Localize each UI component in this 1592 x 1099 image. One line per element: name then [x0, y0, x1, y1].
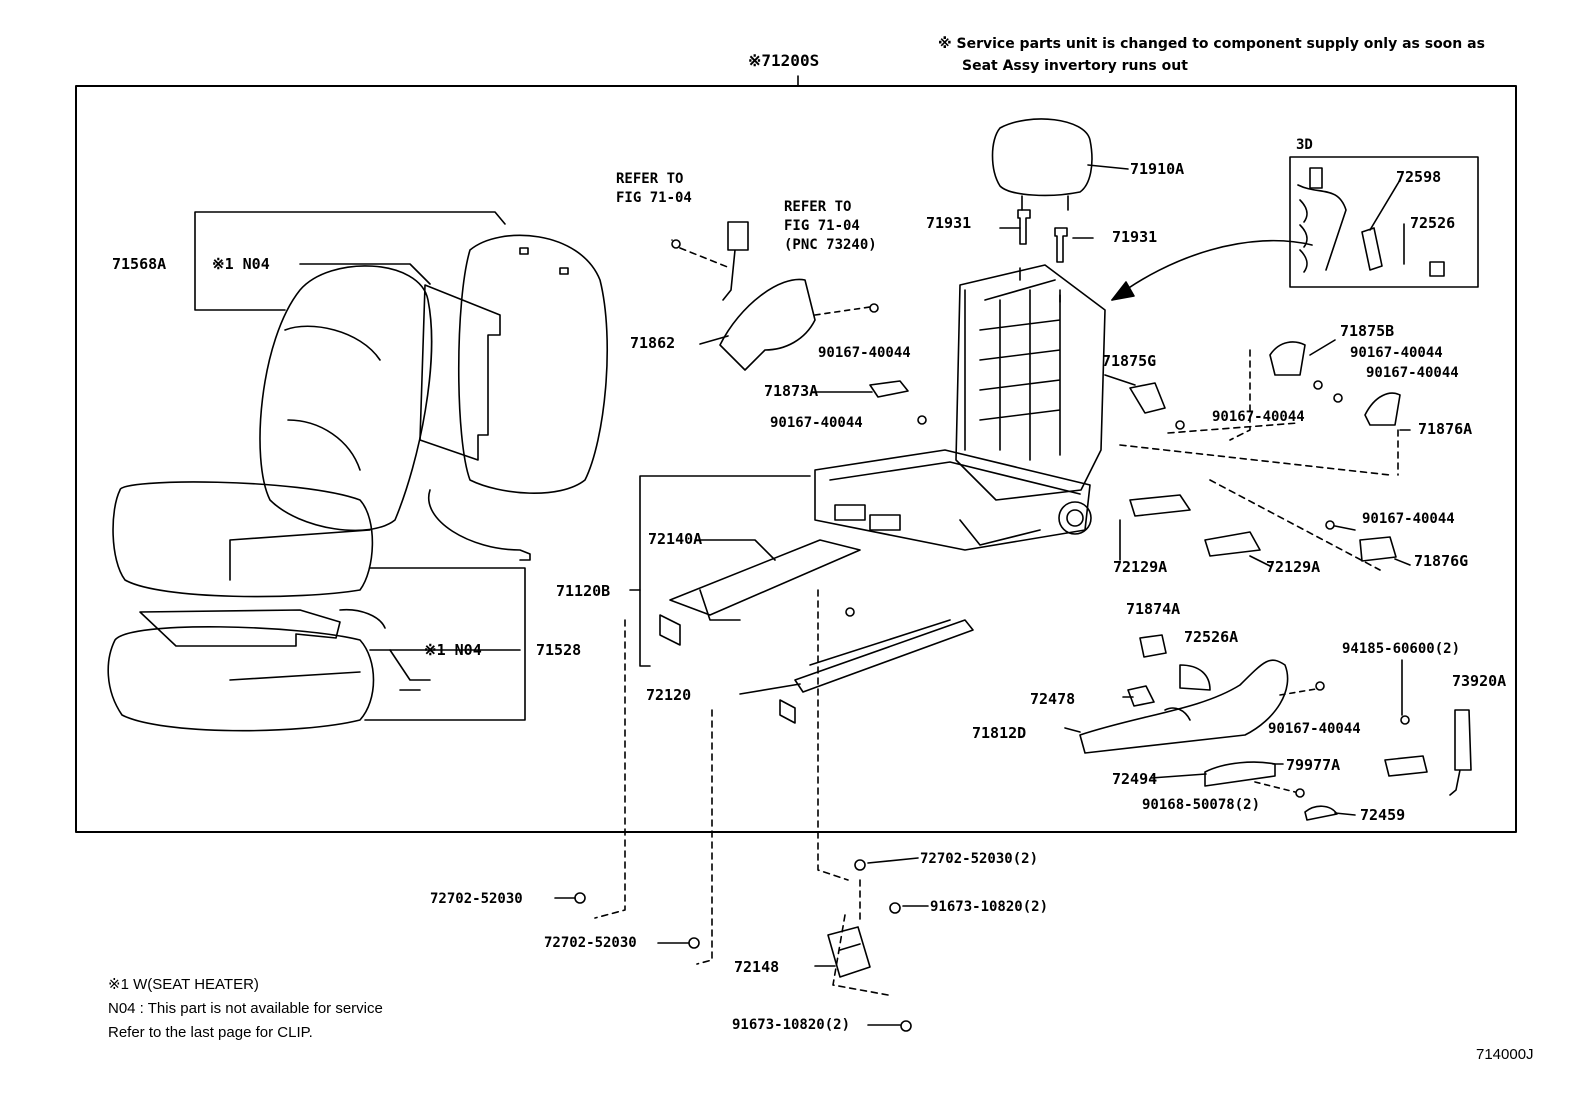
bracket-71873A — [869, 380, 909, 398]
assembly-label: ※71200S — [748, 51, 820, 70]
part-label-94185: 94185-60600(2) — [1342, 641, 1461, 657]
part-label-90167-e: 90167-40044 — [1212, 409, 1305, 425]
cover-72129A-right — [1204, 531, 1261, 557]
knob-72478 — [1127, 685, 1155, 707]
part-label-71120B: 71120B — [556, 582, 611, 600]
bracket-71875G — [1129, 382, 1166, 414]
part-label-71910A: 71910A — [1130, 160, 1185, 178]
seat-cushion-frame — [814, 449, 1091, 551]
part-label-71931-left: 71931 — [926, 214, 972, 232]
part-label-71812D: 71812D — [972, 724, 1027, 742]
part-label-73920A: 73920A — [1452, 672, 1507, 690]
cover-71875B — [1269, 341, 1306, 376]
assembly-frame — [75, 85, 1517, 833]
adjuster-72120 — [794, 619, 974, 693]
legend-seat-heater: ※1 W(SEAT HEATER) — [108, 976, 259, 993]
part-label-72494: 72494 — [1112, 770, 1158, 788]
part-label-91673-a: 91673-10820(2) — [930, 899, 1049, 915]
part-label-71862: 71862 — [630, 334, 676, 352]
part-label-72148: 72148 — [734, 958, 780, 976]
part-label-90167-g: 90167-40044 — [1268, 721, 1361, 737]
refer-a-line2: FIG 71-04 — [616, 190, 692, 206]
part-label-72526: 72526 — [1410, 214, 1456, 232]
part-label-72459: 72459 — [1360, 806, 1406, 824]
service-note-line1: ※ Service parts unit is changed to compo… — [938, 36, 1485, 52]
part-label-72702-a: 72702-52030(2) — [920, 851, 1039, 867]
headrest-guide-right — [1054, 227, 1068, 263]
part-label-72702-c: 72702-52030 — [544, 935, 637, 951]
seat-back-frame — [955, 264, 1106, 501]
adjuster-72140A — [669, 539, 861, 621]
part-label-n04-bottom: ※1 N04 — [424, 641, 482, 659]
refer-b-line3: (PNC 73240) — [784, 237, 877, 253]
cap-72459 — [1304, 805, 1338, 821]
part-label-90167-b: 90167-40044 — [1350, 345, 1443, 361]
part-label-72120: 72120 — [646, 686, 692, 704]
inset-parts — [1297, 167, 1445, 277]
part-label-71876A: 71876A — [1418, 420, 1473, 438]
refer-b-line1: REFER TO — [784, 199, 852, 215]
part-label-72702-b: 72702-52030 — [430, 891, 523, 907]
part-label-90167-f: 90167-40044 — [1362, 511, 1455, 527]
part-label-72526A: 72526A — [1184, 628, 1239, 646]
seatback-pad — [457, 234, 609, 494]
part-label-72598: 72598 — [1396, 168, 1442, 186]
lever-72494 — [1204, 761, 1276, 787]
figure-code: 714000J — [1476, 1046, 1534, 1063]
headrest — [991, 118, 1093, 197]
part-label-90167-c: 90167-40044 — [1366, 365, 1459, 381]
seatback-cover — [259, 265, 433, 532]
part-label-90167-d: 90167-40044 — [770, 415, 863, 431]
unit-73920A — [1449, 709, 1472, 796]
label-79977A — [1384, 755, 1428, 777]
part-label-72478: 72478 — [1030, 690, 1076, 708]
cover-71876A — [1364, 392, 1401, 426]
cover-72129A-left — [1129, 494, 1191, 517]
bracket-72148 — [827, 926, 871, 978]
part-label-90168: 90168-50078(2) — [1142, 797, 1261, 813]
part-label-91673-b: 91673-10820(2) — [732, 1017, 851, 1033]
part-label-72129A-right: 72129A — [1266, 558, 1321, 576]
seat-cushion-pad — [107, 626, 375, 732]
seat-cushion-cover — [112, 481, 374, 598]
cover-71876G — [1359, 536, 1397, 562]
part-label-71931-right: 71931 — [1112, 228, 1158, 246]
headrest-guide-left — [1017, 209, 1031, 245]
refer-a-line1: REFER TO — [616, 171, 684, 187]
part-label-71568A: 71568A — [112, 255, 167, 273]
part-label-71873A: 71873A — [764, 382, 819, 400]
part-label-90167-a: 90167-40044 — [818, 345, 911, 361]
seatbelt-buckle — [722, 221, 749, 301]
inset-box — [1289, 156, 1479, 288]
part-label-71874A: 71874A — [1126, 600, 1181, 618]
part-label-72129A-left: 72129A — [1113, 558, 1168, 576]
part-label-71876G: 71876G — [1414, 552, 1469, 570]
part-label-n04-top: ※1 N04 — [212, 255, 270, 273]
seat-cushion-heater-mat — [139, 609, 341, 647]
refer-b-line2: FIG 71-04 — [784, 218, 860, 234]
inset-arrow — [1111, 239, 1313, 301]
inset-label: 3D — [1296, 137, 1313, 153]
legend-clip: Refer to the last page for CLIP. — [108, 1024, 313, 1041]
side-cover-71862 — [719, 278, 816, 371]
part-label-79977A: 79977A — [1286, 756, 1341, 774]
part-label-71875G: 71875G — [1102, 352, 1157, 370]
part-label-72140A: 72140A — [648, 530, 703, 548]
cover-72526A — [1179, 664, 1211, 691]
service-note-line2: Seat Assy invertory runs out — [962, 58, 1188, 74]
switch-71874A — [1139, 634, 1167, 658]
legend-n04: N04 : This part is not available for ser… — [108, 1000, 383, 1017]
part-label-71528: 71528 — [536, 641, 582, 659]
part-label-71875B: 71875B — [1340, 322, 1395, 340]
side-shield-71812D — [1079, 659, 1289, 754]
seatback-heater-mat — [419, 284, 501, 461]
